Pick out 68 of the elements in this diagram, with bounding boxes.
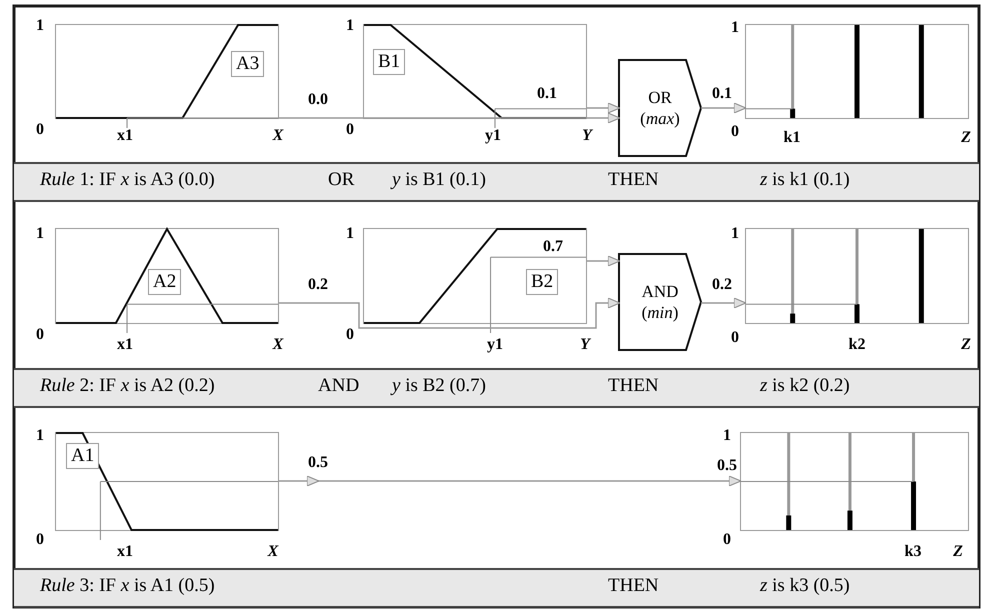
axis-label: 1	[731, 19, 739, 37]
axis-label: X	[272, 127, 284, 145]
rule-band	[14, 162, 979, 202]
operator-label: OR	[648, 87, 672, 108]
axis-label: y1	[487, 336, 503, 354]
arrow	[279, 112, 620, 124]
arrow	[587, 256, 620, 266]
rule-text: y is B1 (0.1)	[392, 169, 486, 191]
rule-text: y is B2 (0.7)	[392, 375, 486, 397]
rule-text: z is k2 (0.2)	[760, 375, 850, 397]
rule-text: THEN	[608, 375, 659, 397]
axis-label: k3	[904, 543, 922, 561]
set-label: A1	[66, 443, 100, 469]
rule-text: Rule 2: IF x is A2 (0.2)	[40, 375, 215, 397]
axis-label: 0	[346, 326, 354, 344]
operator-label: AND	[642, 281, 678, 302]
axis-label: 1	[346, 225, 354, 243]
rule-text: THEN	[608, 575, 659, 597]
axis-label: y1	[485, 127, 501, 145]
axis-label: 0	[731, 329, 739, 347]
axis-label: 1	[36, 225, 44, 243]
axis-label: 0	[36, 121, 44, 139]
axis-label: 1	[36, 17, 44, 35]
axis-label: 1	[723, 427, 731, 445]
set-label: B1	[373, 49, 406, 75]
set-label: A3	[231, 51, 264, 77]
axis-label: 1	[731, 225, 739, 243]
arrow	[701, 102, 746, 114]
arrow	[587, 102, 620, 114]
set-label: B2	[526, 269, 558, 295]
arrow	[701, 298, 746, 308]
axis-label: k2	[848, 336, 866, 354]
rule-band	[14, 368, 979, 408]
set-label: A2	[148, 269, 182, 295]
axis-label: Z	[961, 129, 971, 147]
rule-text: THEN	[608, 169, 659, 191]
output-plot	[740, 432, 969, 531]
rule-text: OR	[328, 169, 354, 191]
axis-label: 0	[36, 326, 44, 344]
axis-label: Y	[580, 336, 590, 354]
axis-label: Y	[582, 127, 592, 145]
axis-label: 0	[731, 123, 739, 141]
axis-label: X	[272, 336, 284, 354]
axis-label: X	[268, 543, 278, 561]
axis-label: Z	[961, 336, 971, 354]
axis-label: Z	[953, 543, 963, 561]
axis-label: 0	[36, 531, 44, 549]
axis-label: 1	[346, 17, 354, 35]
operator-label: (min)	[642, 302, 678, 323]
rule-text: Rule 1: IF x is A3 (0.0)	[40, 169, 215, 191]
arrow	[279, 476, 741, 486]
axis-label: 0	[723, 531, 731, 549]
rule-text: AND	[318, 375, 360, 397]
operator-label: (max)	[640, 108, 680, 129]
axis-label: 1	[36, 427, 44, 445]
axis-label: x1	[117, 127, 133, 145]
arrow	[279, 298, 620, 329]
axis-label: 0.5	[717, 457, 737, 475]
axis-label: x1	[117, 543, 133, 561]
output-plot	[745, 228, 969, 324]
rule-text: Rule 3: IF x is A1 (0.5)	[40, 575, 215, 597]
rule-text: z is k1 (0.1)	[760, 169, 850, 191]
rule-band	[14, 568, 979, 608]
rule-text: z is k3 (0.5)	[760, 575, 850, 597]
output-plot	[745, 24, 969, 119]
axis-label: x1	[117, 336, 133, 354]
axis-label: k1	[784, 129, 800, 147]
axis-label: 0	[346, 121, 354, 139]
